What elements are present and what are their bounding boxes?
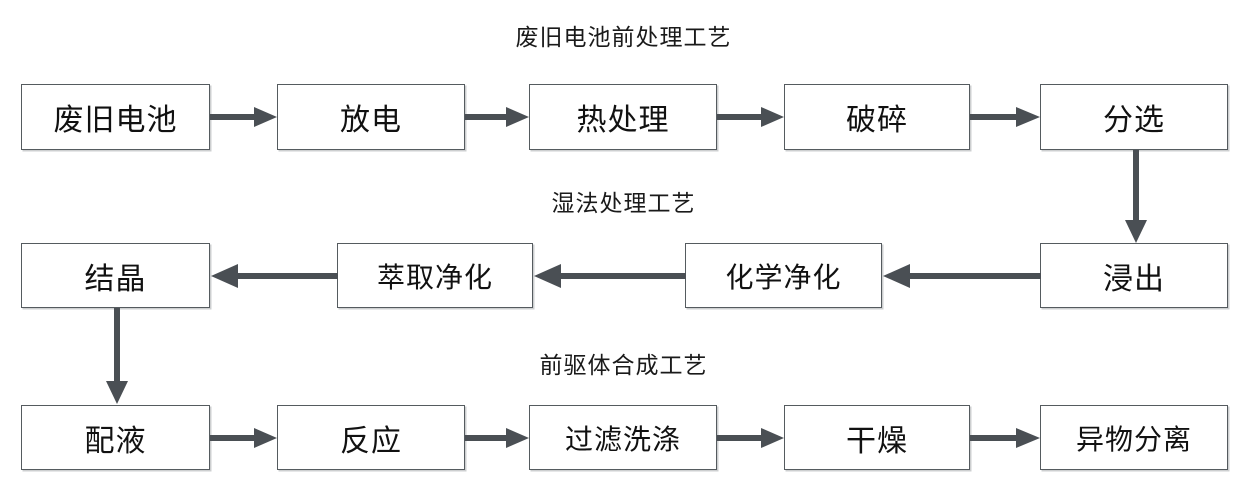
node-label: 配液	[84, 423, 147, 459]
node-label: 浸出	[1103, 261, 1165, 297]
node-chemical-purification[interactable]: 化学净化	[685, 243, 882, 308]
node-crushing[interactable]: 破碎	[784, 84, 970, 150]
node-discharge[interactable]: 放电	[277, 84, 465, 150]
node-filtration-washing[interactable]: 过滤洗涤	[529, 405, 717, 470]
node-solution-preparation[interactable]: 配液	[21, 405, 210, 470]
arrow-heat-treatment-to-crushing	[717, 104, 785, 130]
arrow-filtration-washing-to-drying	[717, 425, 785, 451]
arrow-drying-to-foreign-matter-separation	[970, 425, 1041, 451]
node-label: 化学净化	[725, 260, 842, 294]
node-label: 热处理	[576, 103, 670, 138]
node-label: 反应	[340, 423, 402, 459]
node-label: 结晶	[84, 261, 147, 297]
node-label: 过滤洗涤	[564, 422, 681, 456]
node-heat-treatment[interactable]: 热处理	[529, 84, 717, 150]
arrow-reaction-to-filtration-washing	[465, 425, 530, 451]
arrow-waste-battery-to-discharge	[210, 104, 278, 130]
arrow-chemical-to-extraction	[533, 262, 686, 290]
node-foreign-matter-separation[interactable]: 异物分离	[1040, 405, 1228, 470]
node-crystallization[interactable]: 结晶	[21, 243, 210, 308]
node-drying[interactable]: 干燥	[784, 405, 970, 470]
arrow-discharge-to-heat-treatment	[465, 104, 530, 130]
node-label: 破碎	[846, 103, 908, 138]
node-leaching[interactable]: 浸出	[1040, 243, 1228, 308]
section-title-precursor-synthesis: 前驱体合成工艺	[539, 353, 708, 379]
section-title-pretreatment: 废旧电池前处理工艺	[515, 25, 732, 51]
node-extraction-purification[interactable]: 萃取净化	[337, 243, 533, 308]
node-label: 干燥	[846, 423, 908, 459]
arrow-solution-preparation-to-reaction	[210, 425, 278, 451]
node-label: 废旧电池	[53, 103, 178, 138]
arrow-leaching-to-chemical	[882, 262, 1041, 290]
node-label: 分选	[1103, 103, 1165, 138]
arrow-crushing-to-sorting	[970, 104, 1041, 130]
arrow-crystallization-to-solution-preparation	[101, 308, 133, 405]
section-title-hydrometallurgy: 湿法处理工艺	[551, 191, 696, 217]
node-reaction[interactable]: 反应	[277, 405, 465, 470]
node-label: 萃取净化	[376, 260, 493, 294]
arrow-sorting-to-leaching	[1120, 150, 1152, 244]
node-label: 放电	[340, 103, 402, 138]
node-sorting[interactable]: 分选	[1040, 84, 1228, 150]
node-label: 异物分离	[1075, 422, 1192, 456]
arrow-extraction-to-crystallization	[210, 262, 338, 290]
node-waste-battery[interactable]: 废旧电池	[21, 84, 210, 150]
